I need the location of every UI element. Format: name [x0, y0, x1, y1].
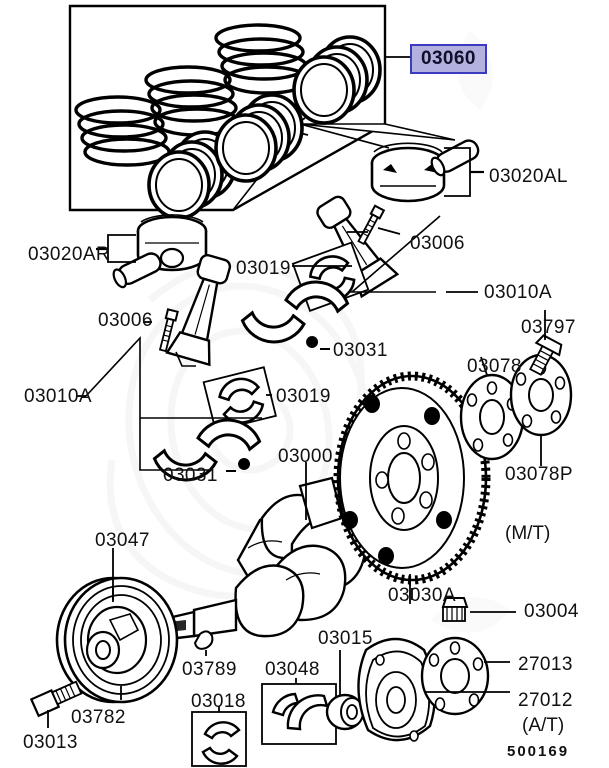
crankshaft-bolt-03013	[29, 680, 83, 728]
part-label-drawing-number: 500169	[507, 743, 570, 760]
part-label-crankshaft-bolt: 03013	[23, 732, 78, 753]
flywheel-assembly	[333, 371, 491, 604]
connecting-rod-lower-assembly	[76, 254, 277, 487]
part-label-crankshaft-adapter-plate: 03078P	[505, 464, 573, 485]
part-label-manual-transmission-note: (M/T)	[505, 523, 551, 544]
part-label-connecting-rod-upper: 03010A	[484, 282, 552, 303]
piston-right-assembly	[96, 214, 208, 289]
drive-plate-assembly	[357, 636, 510, 742]
part-label-woodruff-key: 03789	[182, 659, 237, 680]
crankshaft-assembly	[152, 462, 367, 642]
part-label-drive-plate-adapter: 27013	[518, 654, 573, 675]
detail-box-03060	[68, 4, 456, 220]
piston-left-assembly	[370, 139, 484, 203]
main-bearing-set-03018	[191, 706, 247, 767]
part-label-flywheel-bolt: 03797	[521, 317, 576, 338]
part-label-drive-plate: 27012	[518, 690, 573, 711]
crankshaft-plate-03078	[459, 356, 525, 461]
part-label-automatic-transmission-note: (A/T)	[522, 715, 565, 736]
part-label-drive-plate-bolt: 03004	[524, 601, 579, 622]
part-label-connecting-rod-bolt-lower: 03006	[98, 310, 153, 331]
part-label-crankshaft: 03000	[278, 446, 333, 467]
drive-plate-bolt-03004	[441, 597, 516, 622]
part-label-connecting-rod-lower: 03010A	[24, 386, 92, 407]
flywheel-bolt-03797	[529, 310, 563, 376]
woodruff-key-03789	[193, 630, 214, 656]
connecting-rod-upper-assembly	[239, 195, 478, 350]
part-label-bearing-dowel-upper: 03031	[333, 340, 388, 361]
crankshaft-pulley-03047	[55, 548, 179, 704]
part-label-thrust-washer-set: 03048	[265, 659, 320, 680]
part-label-piston-ring-set[interactable]: 03060	[410, 44, 487, 74]
part-label-piston-left: 03020AL	[489, 166, 568, 187]
part-label-connecting-rod-bolt-upper: 03006	[410, 233, 465, 254]
part-label-main-bearing-set: 03018	[191, 691, 246, 712]
part-label-piston-right: 03020AR	[28, 244, 111, 265]
part-label-connecting-rod-bearing-upper: 03019	[236, 258, 291, 279]
crankshaft-adapter-plate-03078P	[509, 353, 573, 466]
thrust-washer-set-03048	[261, 678, 337, 745]
part-label-bearing-dowel-lower: 03031	[163, 465, 218, 486]
part-label-crankshaft-pulley: 03047	[95, 530, 150, 551]
part-label-pilot-bushing: 03015	[318, 628, 373, 649]
part-label-crankshaft-plate: 03078	[467, 356, 522, 377]
part-label-pulley-washer: 03782	[71, 707, 126, 728]
part-label-flywheel: 03030A	[388, 585, 456, 606]
part-label-connecting-rod-bearing-lower: 03019	[276, 386, 331, 407]
